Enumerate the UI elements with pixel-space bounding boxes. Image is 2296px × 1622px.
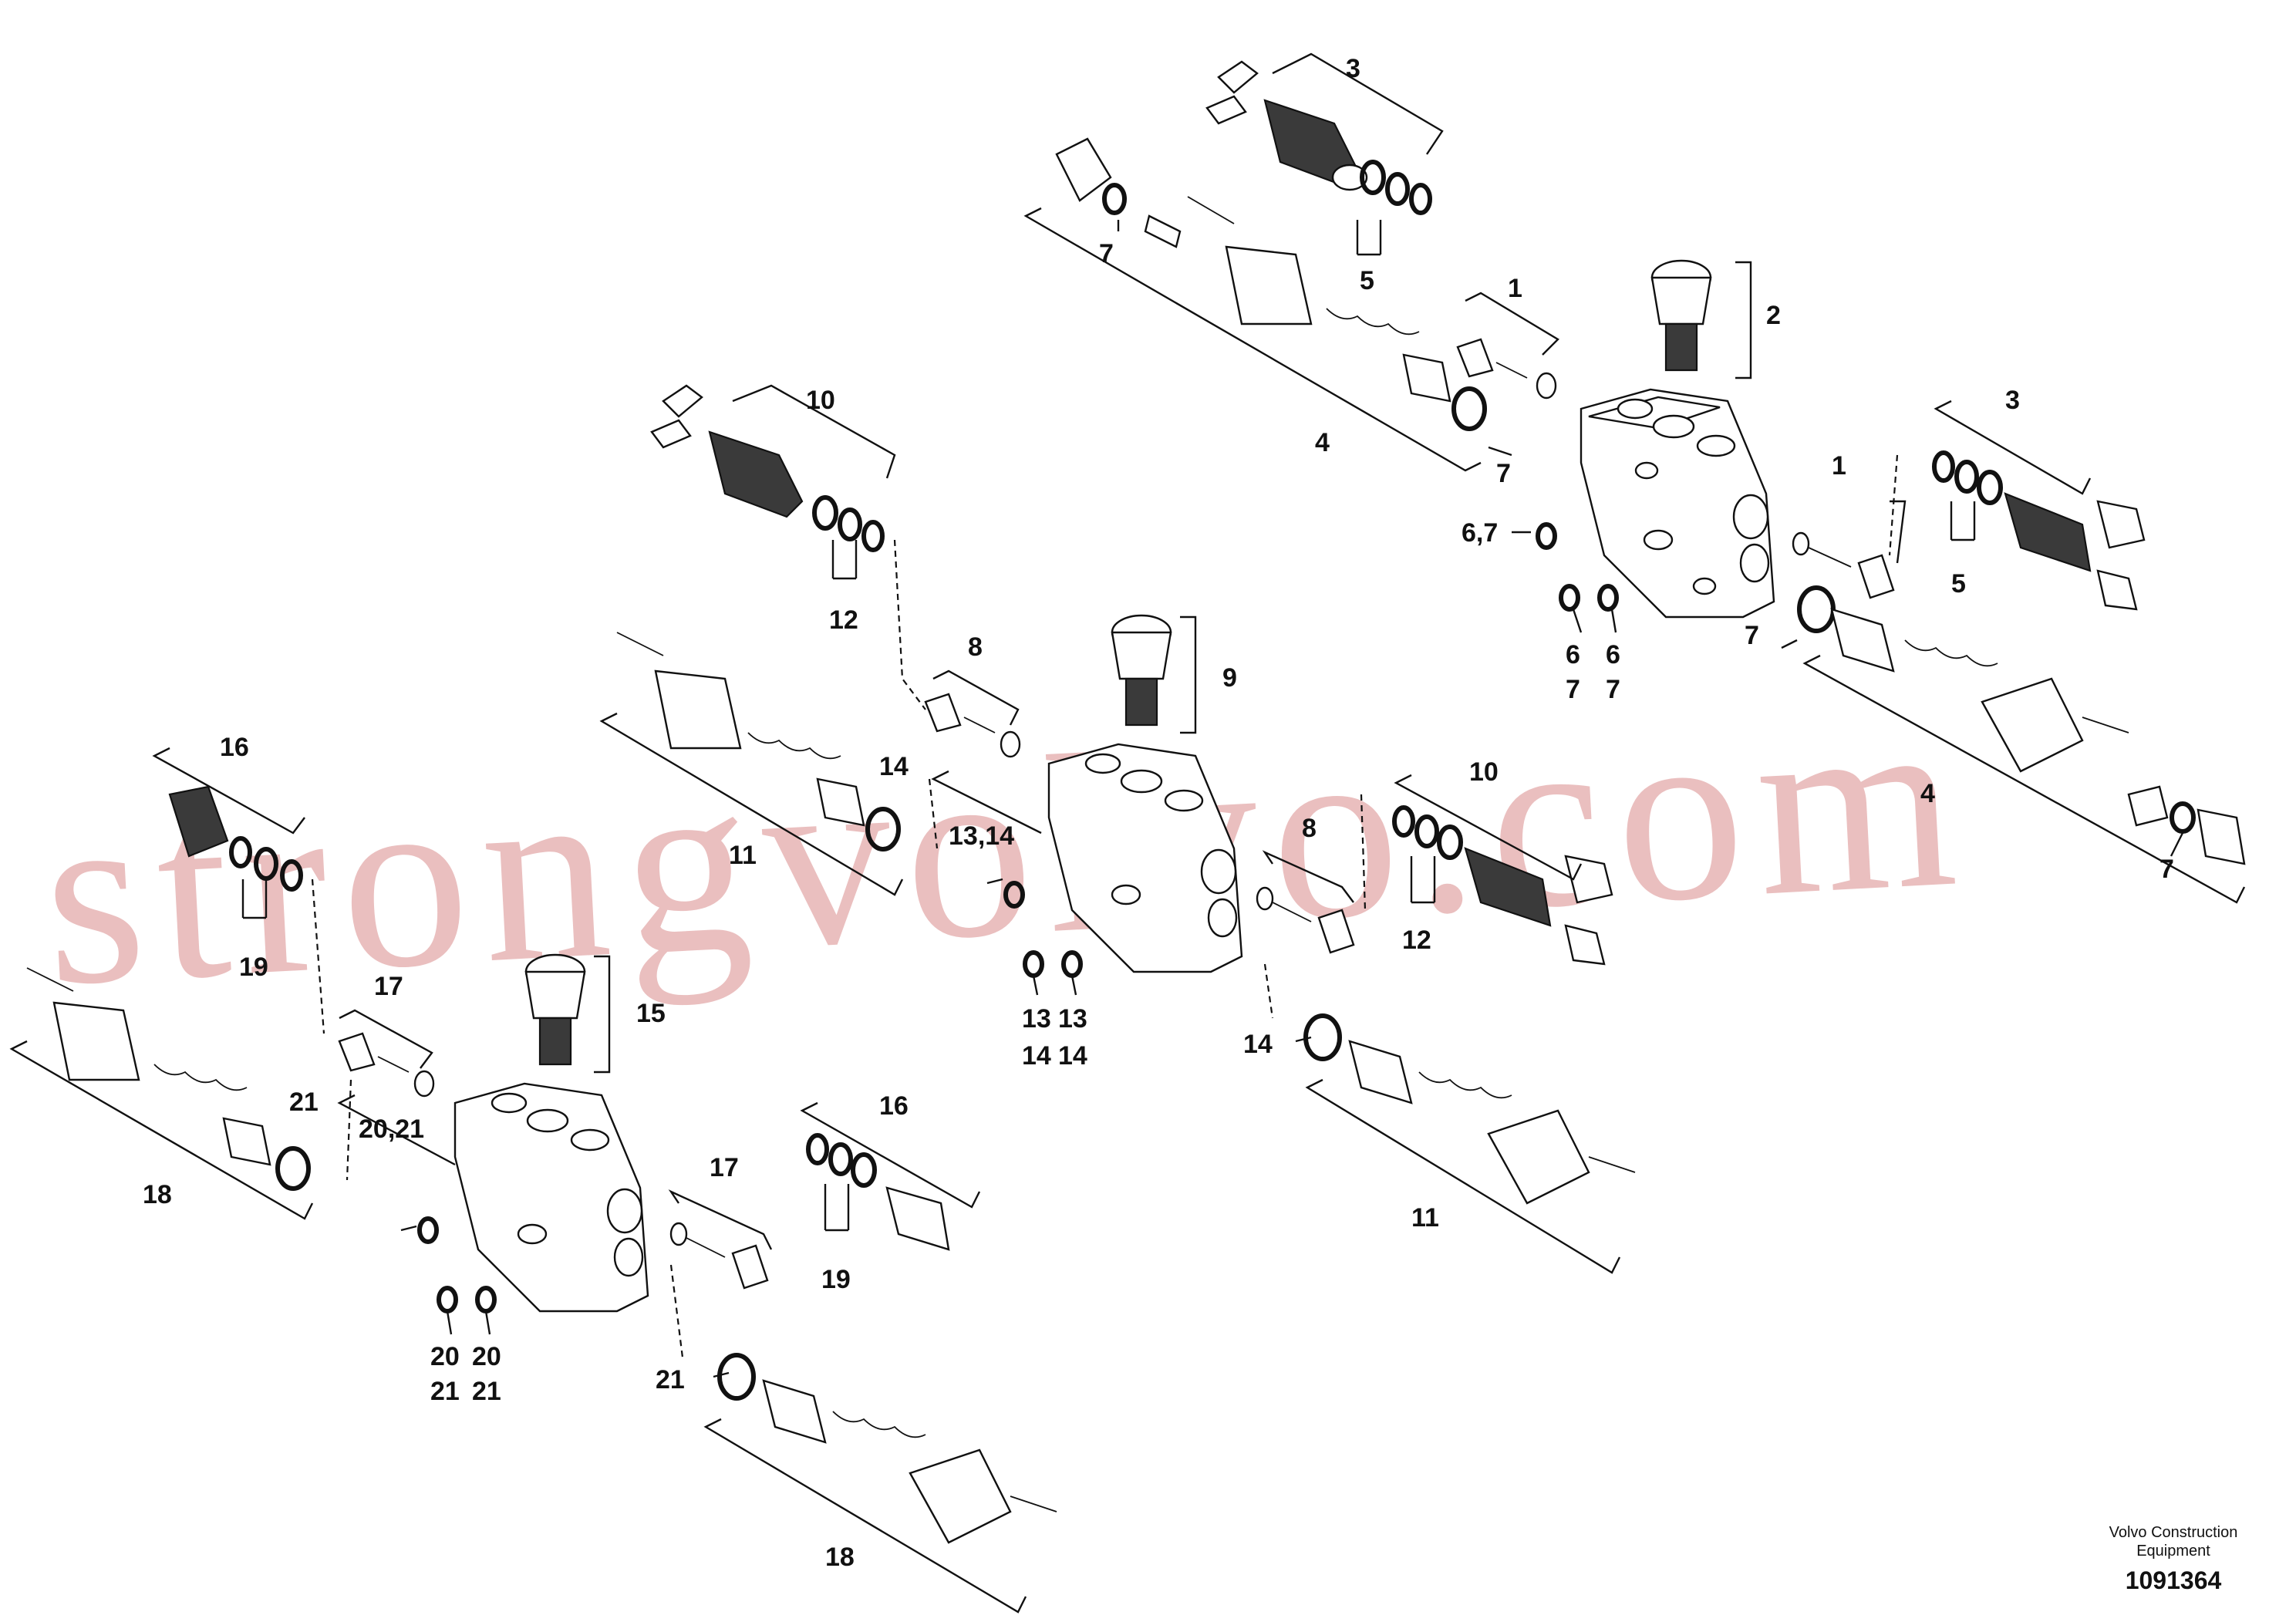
callout-7-top-mid: 7 [1496, 459, 1511, 488]
callout-19-right: 19 [821, 1265, 851, 1294]
callout-6-right: 6 [1606, 640, 1620, 669]
footer-manufacturer: Volvo Construction [2109, 1524, 2238, 1541]
callout-9: 9 [1222, 663, 1237, 693]
callout-12-left: 12 [829, 605, 858, 635]
callout-2: 2 [1766, 301, 1781, 330]
section-assembly-top-right [1055, 60, 2246, 865]
plug-2 [1650, 259, 1712, 372]
drawing-number: 1091364 [2126, 1566, 2222, 1594]
callout-13-left: 13 [1022, 1004, 1051, 1034]
valve-body-top-right [1580, 388, 1775, 619]
callout-20-21: 20,21 [359, 1114, 424, 1144]
callout-11-left: 11 [729, 841, 757, 870]
callout-3-right: 3 [2005, 386, 2020, 415]
o-ring-5b [1385, 172, 1410, 206]
o-ring-5c [1409, 183, 1432, 215]
callout-7-left: 7 [1566, 675, 1580, 704]
section-assembly-bottom-left [26, 785, 1057, 1544]
callout-20-right: 20 [472, 1342, 501, 1371]
footer-manufacturer-line2: Equipment [2136, 1543, 2210, 1560]
plug-9 [1111, 614, 1172, 727]
callout-21-bottom: 21 [656, 1365, 685, 1394]
spool-8-right [1256, 886, 1355, 954]
callout-19-left: 19 [239, 953, 268, 982]
callout-3-top: 3 [1346, 54, 1360, 83]
nut-upper-left [1055, 137, 1127, 215]
o-ring-13-14 [1003, 881, 1025, 909]
spool-8-left [924, 693, 1021, 758]
callout-18-right: 18 [825, 1543, 855, 1572]
spool-17-right [669, 1222, 769, 1290]
spool-17-left [338, 1032, 435, 1098]
spring-cap-11-right [1303, 1013, 1636, 1205]
o-ring-20-21 [417, 1216, 439, 1244]
callout-17-left: 17 [374, 972, 403, 1001]
callout-13-right: 13 [1058, 1004, 1087, 1034]
spring-cap-11-left [616, 632, 901, 851]
callout-7-top-left: 7 [1099, 239, 1114, 268]
callout-10-left: 10 [806, 386, 835, 415]
section-assembly-middle [616, 384, 1636, 1205]
callout-5-right: 5 [1951, 569, 1966, 599]
callout-14-left: 14 [1022, 1041, 1051, 1071]
valve-body-bottom-left [453, 1082, 649, 1313]
plug-16-right [806, 1133, 950, 1251]
o-ring-6b [1597, 584, 1619, 612]
relief-valve-right [1932, 450, 2146, 611]
callout-7-right: 7 [1606, 675, 1620, 704]
relief-valve-top [1205, 60, 1368, 191]
valve-body-middle [1047, 743, 1243, 973]
o-ring-5a [1360, 160, 1386, 195]
callout-16-right: 16 [879, 1091, 909, 1121]
callout-7-body-right: 7 [1745, 621, 1759, 650]
spring-cap-18-left [26, 967, 311, 1191]
callout-21-left: 21 [430, 1377, 460, 1406]
callout-11-right: 11 [1411, 1203, 1439, 1233]
leader-lines [9, 52, 2246, 1614]
callout-7-far-right: 7 [2159, 855, 2174, 884]
plug-15 [524, 953, 586, 1066]
footer-block: Volvo Construction Equipment 1091364 [2109, 1524, 2238, 1594]
callout-14-top: 14 [879, 752, 909, 781]
callout-6-left: 6 [1566, 640, 1580, 669]
spool-1-right [1792, 531, 1895, 599]
callout-4-right: 4 [1920, 779, 1935, 808]
callout-21-top: 21 [289, 1088, 319, 1117]
callout-8-left: 8 [968, 632, 983, 662]
callout-1-top: 1 [1508, 274, 1522, 303]
callout-4-top: 4 [1315, 428, 1330, 457]
o-ring-6a [1559, 584, 1580, 612]
callout-16-left: 16 [220, 733, 249, 762]
callout-15: 15 [636, 999, 666, 1028]
callout-21-right: 21 [472, 1377, 501, 1406]
plug-16-left [168, 785, 303, 892]
callout-labels: 3 5 7 1 2 4 7 6,7 6 7 6 7 7 1 3 5 4 7 10… [143, 54, 2174, 1572]
o-ring-20b [475, 1286, 497, 1313]
spool-1-upper [1456, 338, 1557, 400]
callout-13-14: 13,14 [949, 821, 1014, 851]
callout-12-right: 12 [1402, 926, 1431, 955]
callout-8-right: 8 [1302, 814, 1317, 843]
callout-1-right: 1 [1832, 451, 1846, 481]
callout-6-7: 6,7 [1462, 518, 1498, 548]
callout-17-right: 17 [710, 1153, 739, 1182]
callout-5-top: 5 [1360, 266, 1374, 295]
callout-18-left: 18 [143, 1180, 172, 1209]
o-ring-6-7 [1536, 522, 1557, 550]
callout-14-right: 14 [1058, 1041, 1087, 1071]
o-ring-20a [437, 1286, 458, 1313]
callout-20-left: 20 [430, 1342, 460, 1371]
callout-10-right: 10 [1469, 757, 1499, 787]
spring-cap-right [1797, 585, 2246, 865]
callout-14-body: 14 [1243, 1030, 1273, 1059]
relief-valve-10-right [1392, 805, 1613, 966]
spring-cap-upper [1144, 196, 1487, 431]
spring-cap-18-right [717, 1353, 1057, 1544]
relief-valve-10-left [650, 384, 885, 552]
